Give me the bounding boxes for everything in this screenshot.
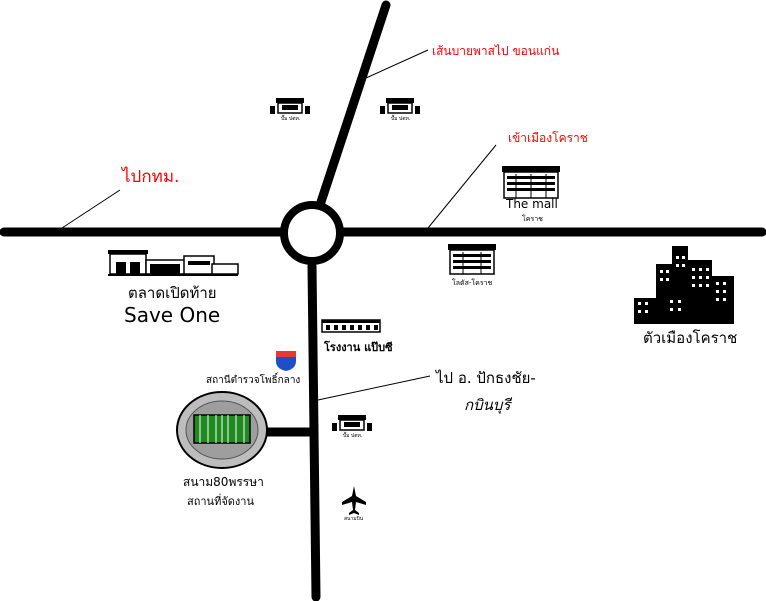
highway-shield-icon xyxy=(276,351,296,371)
gas-station-icon xyxy=(380,98,420,114)
label-to-pak-thong-chai-1: ไป อ. ปักธงชัย- xyxy=(436,369,536,387)
label-factory: โรงงาน แป๊บซี xyxy=(324,341,393,354)
label-to-bangkok: ไปกทม. xyxy=(122,167,180,187)
label-to-khon-kaen: เส้นบายพาสไป ขอนแก่น xyxy=(432,44,560,58)
city-skyline-icon xyxy=(634,246,734,324)
gas-station-icon xyxy=(270,98,310,114)
label-gas-station-3: ปั๊ม ปตท. xyxy=(343,433,363,439)
label-airport: สนามบิน xyxy=(344,516,364,522)
label-into-korat: เข้าเมืองโคราช xyxy=(508,131,588,145)
factory-icon xyxy=(321,319,381,333)
label-save-one: Save One xyxy=(124,303,221,327)
label-gas-station-1: ปั๊ม ปตท. xyxy=(281,116,301,122)
gas-station-icon xyxy=(332,415,372,431)
label-the-mall: The mall xyxy=(506,197,558,211)
label-to-pak-thong-chai-2: กบินบุรี xyxy=(464,396,511,414)
building-icon-the-mall xyxy=(502,166,560,199)
label-lotus: โลตัส-โคราช xyxy=(452,279,493,287)
leader-lines xyxy=(61,49,497,401)
label-stadium-2: สถานที่จัดงาน xyxy=(187,495,254,508)
roundabout xyxy=(280,201,344,265)
label-city: ตัวเมืองโคราช xyxy=(643,329,738,347)
airplane-icon xyxy=(342,486,366,515)
road-north-bypass xyxy=(315,0,391,210)
market-icon xyxy=(108,250,239,276)
label-gas-station-2: ปั๊ม ปตท. xyxy=(391,116,411,122)
label-market: ตลาดเปิดท้าย xyxy=(128,284,217,302)
label-stadium-1: สนาม80พรรษา xyxy=(183,475,264,489)
building-icon-lotus xyxy=(448,244,496,275)
stadium-icon xyxy=(176,391,268,469)
label-police: สถานีตำรวจโพธิ์กลาง xyxy=(206,375,301,386)
label-the-mall-sub: โคราช xyxy=(522,215,543,223)
